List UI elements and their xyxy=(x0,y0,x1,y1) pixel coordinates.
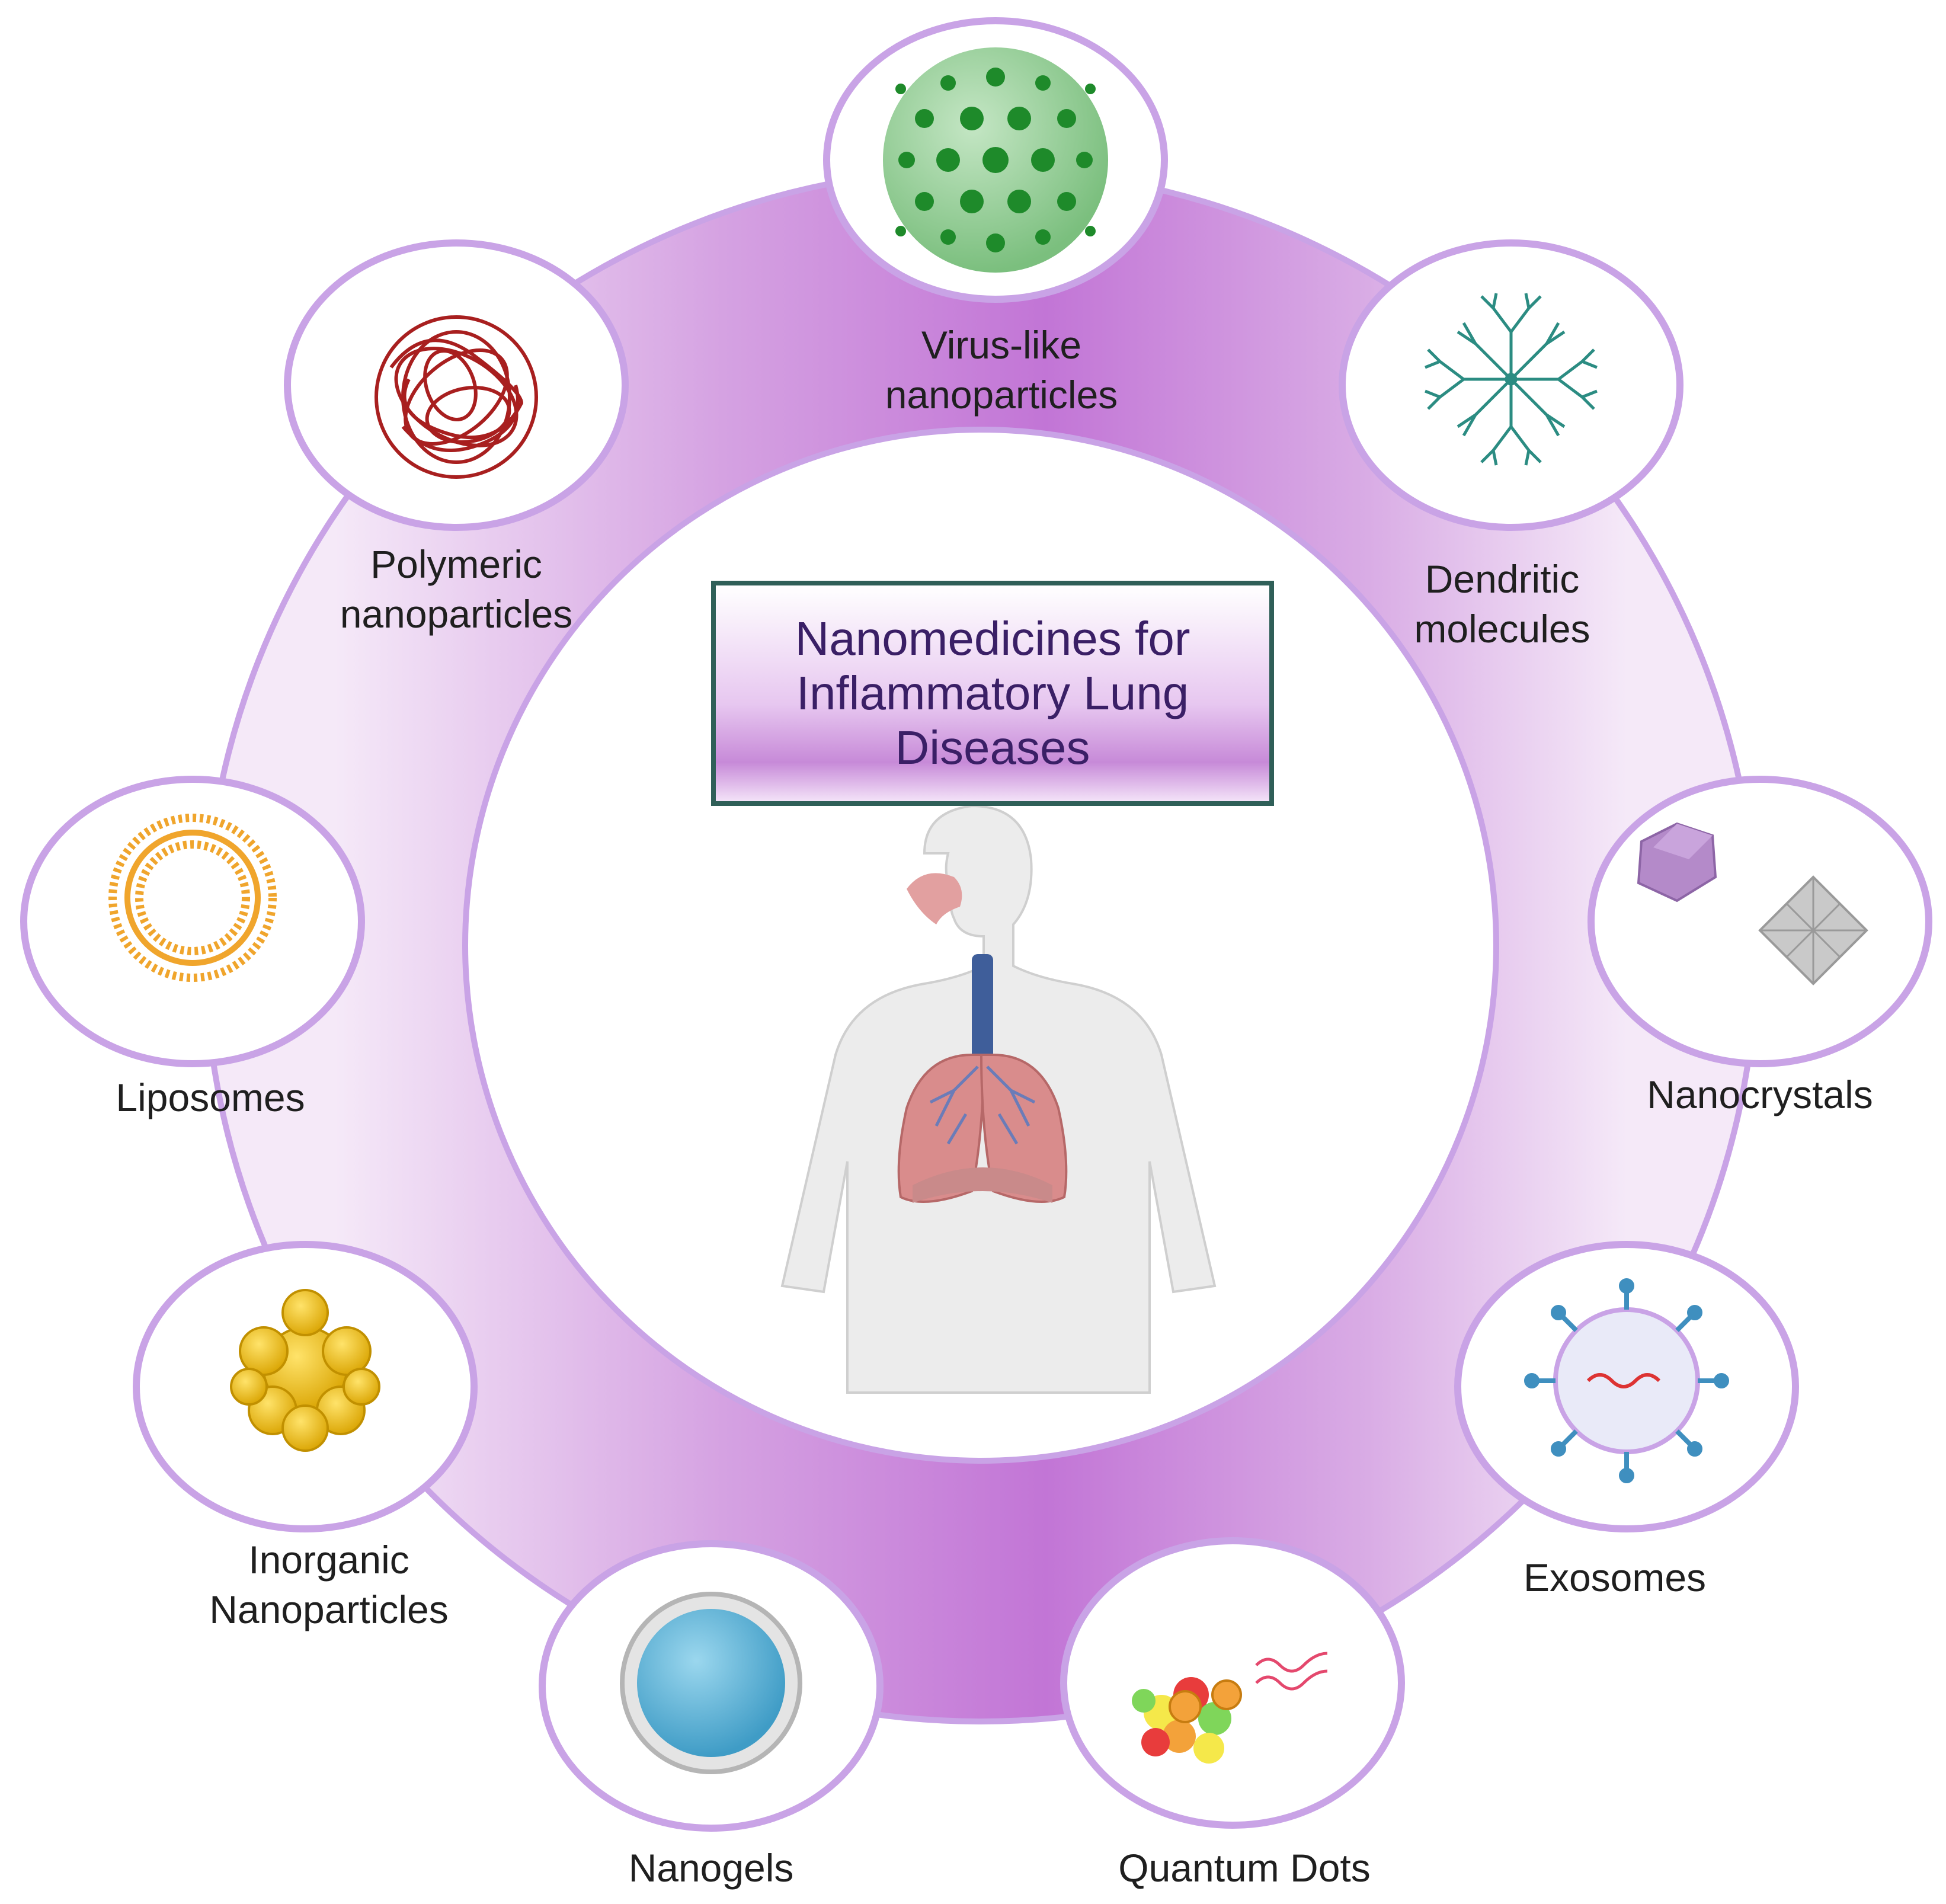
exosome-icon xyxy=(1524,1278,1729,1483)
label-nanocrystals: Nanocrystals xyxy=(1647,1070,1873,1119)
liposome-icon xyxy=(108,814,277,982)
label-exosomes: Exosomes xyxy=(1523,1553,1706,1602)
label-line: Liposomes xyxy=(116,1076,305,1119)
label-line: molecules xyxy=(1414,607,1590,651)
label-line: Quantum Dots xyxy=(1118,1846,1371,1890)
virus-like-particle-icon xyxy=(883,47,1108,273)
label-line: Virus-like xyxy=(921,323,1082,367)
polymeric-nanoparticle-icon xyxy=(375,315,538,479)
nanogel-icon xyxy=(620,1592,802,1774)
label-dendritic-molecules: Dendritic molecules xyxy=(1414,554,1590,654)
label-liposomes: Liposomes xyxy=(116,1073,305,1122)
label-line: Nanogels xyxy=(628,1846,794,1890)
label-quantum-dots: Quantum Dots xyxy=(1118,1843,1371,1893)
label-line: nanoparticles xyxy=(885,373,1118,417)
quantum-dot-icon xyxy=(1132,1652,1328,1764)
inorganic-nanoparticle-icon xyxy=(230,1289,380,1452)
nanocrystal-icon xyxy=(1637,822,1868,985)
human-respiratory-system-icon xyxy=(780,804,1217,1394)
title-box: Nanomedicines for Inflammatory Lung Dise… xyxy=(711,581,1274,806)
dendrimer-icon xyxy=(1425,293,1598,466)
label-line: Polymeric xyxy=(370,542,542,586)
label-line: nanoparticles xyxy=(340,592,573,636)
title-line-2: Inflammatory Lung xyxy=(796,667,1189,719)
label-line: Nanoparticles xyxy=(209,1588,449,1631)
label-inorganic-nanoparticles: Inorganic Nanoparticles xyxy=(209,1535,449,1634)
title-line-1: Nanomedicines for xyxy=(795,612,1190,665)
node-circles xyxy=(20,17,1932,1832)
title-line-3: Diseases xyxy=(895,721,1090,774)
label-polymeric-nanoparticles: Polymeric nanoparticles xyxy=(340,539,573,639)
label-line: Exosomes xyxy=(1523,1556,1707,1599)
label-virus-like-nanoparticles: Virus-like nanoparticles xyxy=(885,320,1118,420)
label-line: Nanocrystals xyxy=(1647,1073,1873,1116)
label-line: Dendritic xyxy=(1425,557,1580,601)
label-nanogels: Nanogels xyxy=(629,1843,794,1893)
label-line: Inorganic xyxy=(248,1538,409,1582)
